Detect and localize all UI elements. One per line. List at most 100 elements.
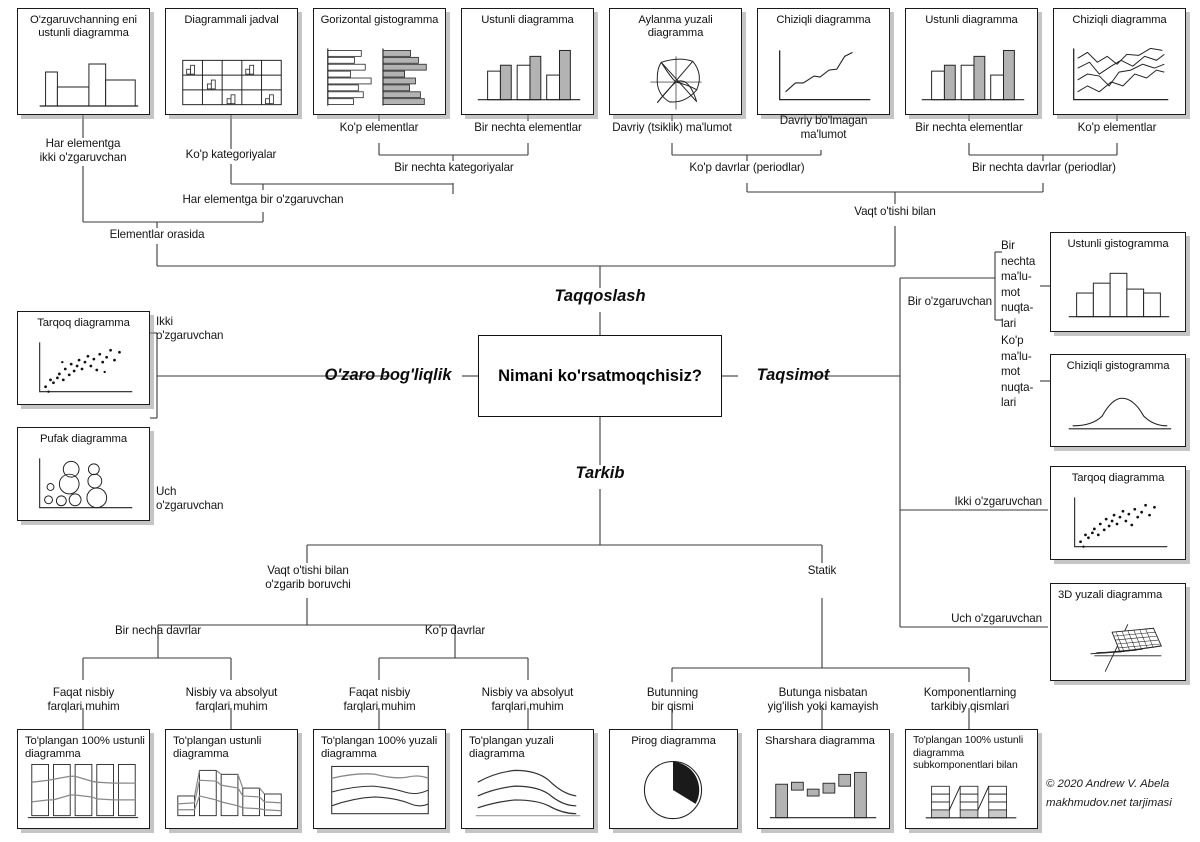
thumb-stacked-subcomponents bbox=[906, 780, 1037, 828]
label-one-var-per-item: Har elementga bir o'zgaruvchan bbox=[182, 193, 344, 206]
label-two-variables: Ikki o'zgaruvchan bbox=[156, 315, 224, 343]
label-three-variables-dist: Uch o'zgaruvchan bbox=[951, 612, 1042, 625]
thumb-table-with-charts bbox=[166, 52, 297, 114]
card-bubble-chart[interactable]: Pufak diagramma bbox=[17, 427, 150, 521]
card-line-chart-single[interactable]: Chiziqli diagramma bbox=[757, 8, 890, 115]
card-caption: Tarqoq diagramma bbox=[1071, 472, 1165, 484]
card-caption: To'plangan yuzali diagramma bbox=[469, 735, 554, 761]
card-caption: Tarqoq diagramma bbox=[37, 317, 130, 329]
label-few-periods-comp: Bir necha davrlar bbox=[115, 624, 201, 637]
thumb-stacked-area bbox=[462, 760, 593, 828]
thumb-line-histogram bbox=[1051, 384, 1185, 446]
card-caption: To'plangan ustunli diagramma bbox=[173, 735, 262, 761]
label-accumulation: Butunga nisbatan yig'ilish yoki kamayish bbox=[767, 686, 879, 714]
card-caption: Ustunli gistogramma bbox=[1067, 238, 1169, 250]
label-over-time: Vaqt o'tishi bilan bbox=[854, 205, 936, 218]
card-scatter-chart[interactable]: Tarqoq diagramma bbox=[17, 311, 150, 405]
thumb-paired-columns bbox=[462, 46, 593, 114]
thumb-multi-line bbox=[1054, 42, 1185, 114]
label-many-data-points: Ko'p ma'lu- mot nuqta- lari bbox=[1001, 334, 1034, 409]
thumb-stacked-100-area bbox=[314, 760, 445, 828]
label-two-variables-dist: Ikki o'zgaruvchan bbox=[954, 495, 1042, 508]
label-many-periods-comp: Ko'p davrlar bbox=[424, 624, 486, 637]
thumb-paired-columns-2 bbox=[906, 46, 1037, 114]
card-caption: To'plangan 100% ustunli diagramma bbox=[25, 735, 145, 761]
label-single-variable: Bir o'zgaruvchan bbox=[907, 295, 993, 308]
label-cyclical-data: Davriy (tsiklik) ma'lumot bbox=[612, 121, 732, 134]
label-non-cyclical-data: Davriy bo'lmagan ma'lumot bbox=[779, 114, 868, 142]
label-relative-only-a: Faqat nisbiy farqlari muhim bbox=[47, 686, 120, 714]
card-stacked-100-area[interactable]: To'plangan 100% yuzali diagramma bbox=[313, 729, 446, 829]
card-caption: Diagrammali jadval bbox=[184, 14, 279, 26]
label-few-data-points: Bir nechta ma'lu- mot nuqta- lari bbox=[1001, 239, 1036, 330]
card-stacked-100-column-subcomponents[interactable]: To'plangan 100% ustunli diagramma subkom… bbox=[905, 729, 1038, 829]
label-few-items: Bir nechta elementlar bbox=[474, 121, 582, 134]
card-caption: To'plangan 100% ustunli diagramma subkom… bbox=[913, 735, 1024, 772]
card-caption: Chiziqli diagramma bbox=[1072, 14, 1167, 26]
label-many-items: Ko'p elementlar bbox=[339, 121, 419, 134]
hub-question: Nimani ko'rsatmoqchisiz? bbox=[478, 335, 722, 417]
thumb-stacked-100-column bbox=[18, 760, 149, 828]
thumb-variable-width-bar bbox=[18, 56, 149, 114]
card-column-chart-paired[interactable]: Ustunli diagramma bbox=[461, 8, 594, 115]
card-caption: 3D yuzali diagramma bbox=[1058, 589, 1163, 601]
label-share-of-total: Butunning bir qismi bbox=[646, 686, 699, 714]
label-many-periods: Ko'p davrlar (periodlar) bbox=[689, 161, 805, 174]
thumb-circular-area bbox=[610, 52, 741, 114]
thumb-column-histogram bbox=[1051, 259, 1185, 331]
spoke-comparison: Taqqoslash bbox=[554, 287, 646, 305]
label-relative-absolute-a: Nisbiy va absolyut farqlari muhim bbox=[185, 686, 278, 714]
thumb-horizontal-bars bbox=[314, 44, 445, 114]
card-waterfall-chart[interactable]: Sharshara diagramma bbox=[757, 729, 890, 829]
label-components-of-components: Komponentlarning tarkibiy qismlari bbox=[923, 686, 1017, 714]
card-bar-chart-horizontal[interactable]: Gorizontal gistogramma bbox=[313, 8, 446, 115]
card-line-chart-multi[interactable]: Chiziqli diagramma bbox=[1053, 8, 1186, 115]
thumb-3d-surface bbox=[1051, 610, 1185, 680]
thumb-bubble bbox=[18, 452, 149, 520]
card-line-histogram[interactable]: Chiziqli gistogramma bbox=[1050, 354, 1186, 447]
card-caption: Chiziqli gistogramma bbox=[1066, 360, 1170, 372]
card-caption: Sharshara diagramma bbox=[765, 735, 875, 747]
label-many-items-2: Ko'p elementlar bbox=[1077, 121, 1157, 134]
label-three-variables: Uch o'zgaruvchan bbox=[156, 485, 224, 513]
card-caption: Ustunli diagramma bbox=[925, 14, 1018, 26]
thumb-stacked-column bbox=[166, 760, 297, 828]
spoke-relationship: O'zaro bog'liqlik bbox=[324, 366, 452, 384]
spoke-composition: Tarkib bbox=[575, 464, 625, 482]
card-scatter-chart-dist[interactable]: Tarqoq diagramma bbox=[1050, 466, 1186, 560]
thumb-rising-line bbox=[758, 42, 889, 114]
card-stacked-column[interactable]: To'plangan ustunli diagramma bbox=[165, 729, 298, 829]
card-caption: Aylanma yuzali diagramma bbox=[638, 14, 713, 40]
label-static: Statik bbox=[807, 564, 837, 577]
thumb-waterfall bbox=[758, 768, 889, 828]
spoke-distribution: Taqsimot bbox=[756, 366, 830, 384]
thumb-scatter bbox=[18, 336, 149, 404]
card-caption: Gorizontal gistogramma bbox=[320, 14, 439, 26]
card-stacked-area[interactable]: To'plangan yuzali diagramma bbox=[461, 729, 594, 829]
credit-text: © 2020 Andrew V. Abela makhmudov.net tar… bbox=[1046, 778, 1172, 809]
card-column-chart-paired-2[interactable]: Ustunli diagramma bbox=[905, 8, 1038, 115]
label-few-periods: Bir nechta davrlar (periodlar) bbox=[972, 161, 1116, 174]
card-table-with-charts[interactable]: Diagrammali jadval bbox=[165, 8, 298, 115]
thumb-scatter-dist bbox=[1051, 491, 1185, 559]
card-variable-width-column[interactable]: O'zgaruvchanning eni ustunli diagramma bbox=[17, 8, 150, 115]
card-pie-chart[interactable]: Pirog diagramma bbox=[609, 729, 738, 829]
card-stacked-100-column[interactable]: To'plangan 100% ustunli diagramma bbox=[17, 729, 150, 829]
label-few-items-2: Bir nechta elementlar bbox=[915, 121, 1023, 134]
label-relative-only-b: Faqat nisbiy farqlari muhim bbox=[343, 686, 416, 714]
label-among-items: Elementlar orasida bbox=[109, 228, 205, 241]
card-circular-area-chart[interactable]: Aylanma yuzali diagramma bbox=[609, 8, 742, 115]
card-caption: O'zgaruvchanning eni ustunli diagramma bbox=[30, 14, 137, 40]
label-several-categories: Bir nechta kategoriyalar bbox=[394, 161, 514, 174]
label-changing-over-time: Vaqt o'tishi bilan o'zgarib boruvchi bbox=[265, 564, 351, 592]
label-relative-absolute-b: Nisbiy va absolyut farqlari muhim bbox=[481, 686, 574, 714]
card-caption: Chiziqli diagramma bbox=[776, 14, 871, 26]
card-caption: Ustunli diagramma bbox=[481, 14, 574, 26]
hub-label: Nimani ko'rsatmoqchisiz? bbox=[498, 366, 702, 385]
card-caption: Pufak diagramma bbox=[39, 433, 128, 445]
card-caption: To'plangan 100% yuzali diagramma bbox=[321, 735, 438, 761]
thumb-pie bbox=[610, 758, 737, 828]
card-column-histogram[interactable]: Ustunli gistogramma bbox=[1050, 232, 1186, 332]
card-3d-surface-chart[interactable]: 3D yuzali diagramma bbox=[1050, 583, 1186, 681]
